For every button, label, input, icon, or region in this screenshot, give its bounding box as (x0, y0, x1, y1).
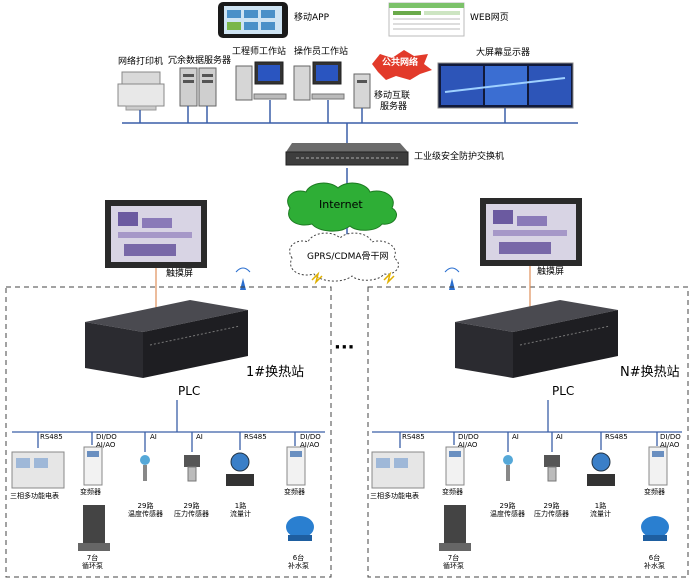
printer-label: 网络打印机 (118, 57, 164, 67)
station-n-vfd1-label: 变频器 (442, 488, 463, 496)
plc-left-icon (85, 300, 248, 378)
station-n-temp-label: 29路 温度传感器 (490, 502, 525, 518)
public-network-burst (372, 50, 432, 80)
station-n-meter-label: 三相多功能电表 (370, 492, 419, 500)
station-1-bus-0: RS485 (40, 433, 63, 441)
station-n-bus-4: RS485 (605, 433, 628, 441)
station-n-makeup-label: 6台 补水泵 (644, 554, 665, 570)
station-n-bus-0: RS485 (402, 433, 425, 441)
station-n-bus-2: AI (512, 433, 519, 441)
station-1-bus-3: AI (196, 433, 203, 441)
plc-right-icon (455, 300, 618, 378)
pressure-sensor-left-icon (184, 455, 200, 482)
station-n-title: N#换热站 (620, 365, 680, 380)
station-1-bus-2: AI (150, 433, 157, 441)
lightning-icon-right (383, 271, 395, 285)
mobile-server-label-1: 移动互联 (374, 91, 411, 101)
internet-label: Internet (319, 198, 363, 211)
station-1-makeup-label: 6台 补水泵 (288, 554, 309, 570)
vfd-right-icon (445, 446, 465, 486)
station-1-pressure-label: 29路 压力传感器 (174, 502, 209, 518)
operator-workstation-icon (293, 61, 345, 101)
station-1-title: 1#换热站 (246, 365, 305, 380)
internet-cloud (287, 182, 397, 232)
pressure-sensor-right-icon (544, 455, 560, 482)
printer-icon (117, 71, 165, 111)
meter-left-icon (11, 451, 65, 489)
gprs-label: GPRS/CDMA骨干网 (307, 252, 389, 262)
office-network-bus (122, 100, 578, 188)
touch-screen-right-label: 触摸屏 (537, 267, 565, 277)
big-screen-display-icon (437, 62, 574, 109)
flowmeter-left-icon (226, 452, 254, 486)
gprs-cloud (289, 232, 399, 282)
station-boundaries (5, 286, 689, 578)
engineer-workstation-icon (235, 61, 287, 101)
station-n-vfd2-label: 变频器 (644, 488, 665, 496)
station-n-pressure-label: 29路 压力传感器 (534, 502, 569, 518)
stations-ellipsis: ··· (334, 337, 355, 358)
mobile-server-label-2: 服务器 (380, 102, 408, 112)
circulation-pump-right-icon (439, 505, 471, 551)
makeup-pump-left-icon (286, 516, 314, 541)
station-n-plc-label: PLC (552, 384, 575, 398)
mobile-server-icon (353, 73, 371, 109)
web-page-icon (388, 2, 465, 37)
station-n-bus-3: AI (556, 433, 563, 441)
station-n-flow-label: 1路 流量计 (590, 502, 611, 518)
station-1-temp-label: 29路 温度传感器 (128, 502, 163, 518)
touch-screen-right-icon (480, 198, 582, 266)
touch-screen-left-icon (105, 200, 207, 268)
circulation-pump-left-icon (78, 505, 110, 551)
mobile-app-icon (218, 2, 288, 38)
lightning-icon-left (311, 271, 323, 285)
station-1-meter-label: 三相多功能电表 (10, 492, 59, 500)
station-n-bus-5: DI/DO AI/AO (660, 433, 681, 449)
station-1-flow-label: 1路 流量计 (230, 502, 251, 518)
station-1-plc-label: PLC (178, 384, 201, 398)
web-page-label: WEB网页 (470, 13, 509, 23)
temp-sensor-left-icon (140, 455, 150, 481)
station-1-vfd2-label: 变频器 (284, 488, 305, 496)
engineer-ws-label: 工程师工作站 (232, 47, 287, 57)
station-n-bus-1: DI/DO AI/AO (458, 433, 479, 449)
station-1-pump-label: 7台 循环泵 (82, 554, 103, 570)
server-icon-2 (198, 67, 217, 107)
station-1-bus-5: DI/DO AI/AO (300, 433, 321, 449)
server-icon-1 (179, 67, 198, 107)
mobile-app-label: 移动APP (294, 13, 330, 23)
temp-sensor-right-icon (503, 455, 513, 481)
vfd-left-icon (83, 446, 103, 486)
big-screen-label: 大屏幕显示器 (476, 48, 531, 58)
station-1-bus-1: DI/DO AI/AO (96, 433, 117, 449)
touch-screen-left-label: 触摸屏 (166, 269, 194, 279)
vfd2-left-icon (286, 446, 306, 486)
station-1-vfd1-label: 变频器 (80, 488, 101, 496)
station-n-pump-label: 7台 循环泵 (443, 554, 464, 570)
makeup-pump-right-icon (641, 516, 669, 541)
meter-right-icon (371, 451, 425, 489)
network-switch-icon (285, 143, 409, 166)
station-buses (12, 400, 682, 452)
flowmeter-right-icon (587, 452, 615, 486)
station-1-bus-4: RS485 (244, 433, 267, 441)
public-network-label: 公共网络 (382, 58, 419, 68)
vfd2-right-icon (648, 446, 668, 486)
redundant-server-label: 冗余数据服务器 (168, 56, 232, 66)
operator-ws-label: 操作员工作站 (294, 47, 349, 57)
switch-label: 工业级安全防护交换机 (414, 152, 505, 162)
